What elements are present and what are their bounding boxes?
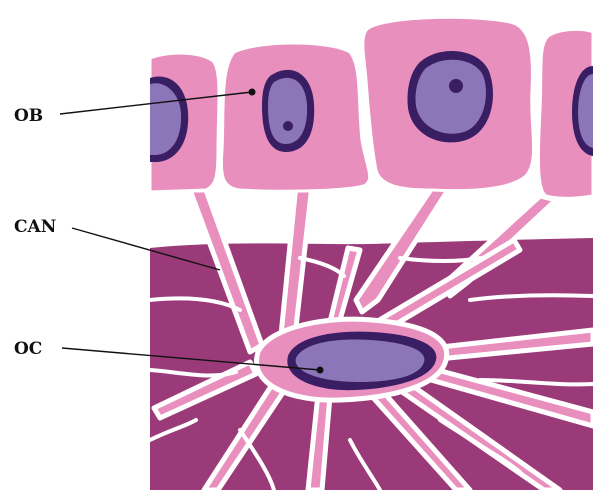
label-can: CAN — [14, 217, 56, 237]
leader-dot-oc — [317, 367, 324, 374]
label-ob: OB — [14, 106, 43, 126]
osteocyte — [257, 319, 447, 400]
osteoblast-layer — [150, 17, 593, 198]
leader-dot-ob — [249, 89, 256, 96]
label-oc: OC — [14, 339, 42, 359]
